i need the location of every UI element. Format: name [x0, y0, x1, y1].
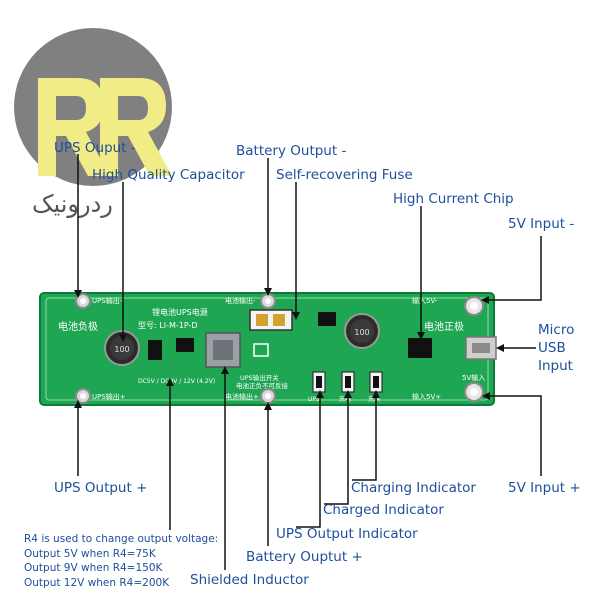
- arrowheads: [74, 288, 504, 410]
- label-charging-indicator: Charging Indicator: [351, 480, 476, 496]
- label-ups-output-indicator: UPS Output Indicator: [276, 526, 418, 542]
- silk-input-bottom: 输入5V+: [412, 392, 441, 401]
- led-charged: [341, 371, 355, 393]
- pad-batt-out-top: [260, 293, 276, 309]
- micro-usb-connector: [465, 336, 497, 360]
- logo-text: ردرونیک: [32, 190, 113, 218]
- label-ups-output-plus: UPS Output +: [54, 480, 148, 496]
- silk-title: 锂电池UPS电源: [152, 307, 208, 317]
- silk-batt-out-bottom: 电池输出+: [225, 392, 259, 401]
- label-5v-input-minus: 5V Input -: [508, 216, 575, 232]
- pad-ups-out-bottom: [75, 388, 91, 404]
- capacitor-2: 100: [344, 313, 380, 349]
- silk-battery-neg: 电池负极: [58, 320, 98, 333]
- silk-model: 型号: LI-M-1P-D: [138, 321, 198, 330]
- callout-lines: [77, 154, 542, 570]
- ic-small-2: [176, 338, 194, 352]
- silk-batt-out-top: 电池输出-: [225, 296, 256, 305]
- led-charging: [369, 371, 383, 393]
- silk-input-top: 输入5V-: [412, 296, 438, 305]
- label-input: Input: [538, 358, 573, 374]
- switch-pad: [253, 343, 269, 357]
- label-charged-indicator: Charged Indicator: [323, 502, 444, 518]
- silk-voltage-notes: DC5V / DC9V / 12V (4.2V): [138, 378, 215, 385]
- pad-batt-out-bottom: [260, 388, 276, 404]
- silk-ups-out-bottom: UPS输出+: [92, 392, 126, 401]
- ic-small-1: [148, 340, 162, 360]
- label-5v-input-plus: 5V Input +: [508, 480, 581, 496]
- high-current-chip: [408, 338, 432, 358]
- ic-small-3: [318, 312, 336, 326]
- label-micro: Micro: [538, 322, 575, 338]
- capacitor-1: 100: [104, 330, 140, 366]
- silk-ups-out-top: UPS输出-: [92, 296, 123, 305]
- silk-led2: 充电: [339, 395, 351, 403]
- shielded-inductor: [205, 332, 241, 368]
- silk-led1: UPS: [308, 396, 320, 403]
- pcb-board: 100 100: [39, 292, 497, 406]
- label-shielded-inductor: Shielded Inductor: [190, 572, 309, 588]
- silk-usb: 5V输入: [462, 373, 485, 382]
- silk-battery-pos: 电池正极: [424, 320, 464, 333]
- pad-input-bottom: [464, 382, 484, 402]
- r4-note-line1: R4 is used to change output voltage:: [24, 533, 219, 545]
- fuse: [249, 309, 293, 331]
- r4-note-line4: Output 12V when R4=200K: [24, 576, 170, 589]
- silk-switch: UPS输出开关: [240, 373, 279, 382]
- label-ups-output-minus: UPS Ouput -: [54, 140, 136, 156]
- silk-led3: 充满: [368, 395, 380, 403]
- r4-note-line3: Output 9V when R4=150K: [24, 562, 163, 574]
- pad-input-top: [464, 296, 484, 316]
- silk-switch-note: 电池正负不可反接: [236, 381, 289, 390]
- label-usb: USB: [538, 340, 566, 356]
- svg-text:100: 100: [114, 345, 129, 354]
- r4-note-line2: Output 5V when R4=75K: [24, 547, 156, 560]
- label-battery-output-minus: Battery Output -: [236, 143, 347, 159]
- pad-ups-out-top: [75, 293, 91, 309]
- led-ups-output: [312, 371, 326, 393]
- label-high-quality-capacitor: High Quality Capacitor: [92, 167, 245, 183]
- label-battery-output-plus: Battery Ouptut +: [246, 549, 363, 565]
- label-high-current-chip: High Current Chip: [393, 191, 514, 207]
- label-self-recovering-fuse: Self-recovering Fuse: [276, 167, 413, 183]
- svg-text:100: 100: [354, 328, 369, 337]
- r4-note: R4 is used to change output voltage: Out…: [24, 532, 218, 590]
